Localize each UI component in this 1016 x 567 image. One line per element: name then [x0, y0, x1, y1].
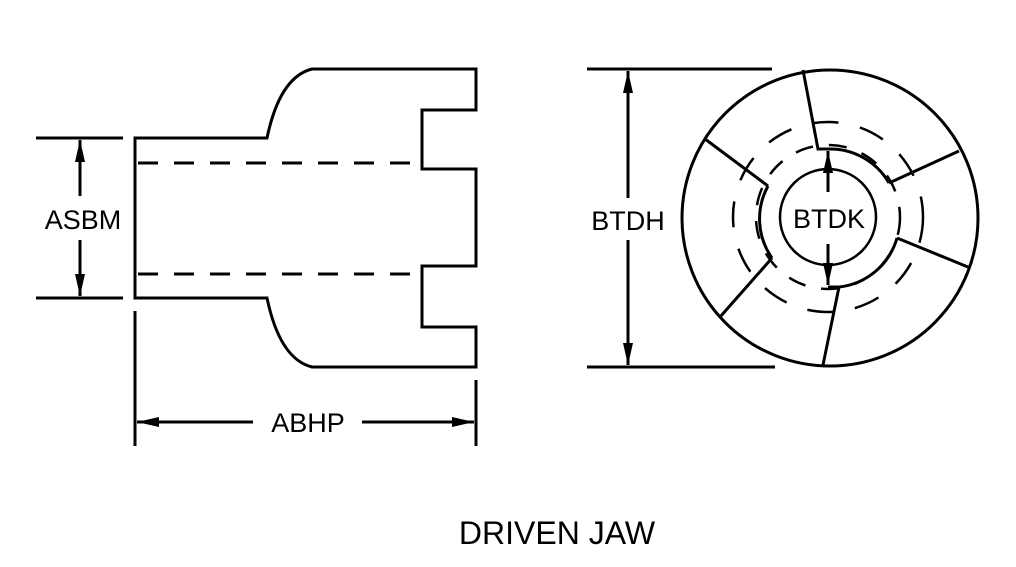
asbm-label: ASBM [45, 205, 122, 235]
hidden-inner-ring [754, 143, 902, 291]
drawing-title: DRIVEN JAW [459, 515, 656, 551]
btdh-label: BTDH [591, 206, 665, 236]
hidden-outer-ring [731, 120, 925, 314]
side-view-outline [133, 67, 478, 369]
jaw-split-lines [704, 69, 969, 366]
side-view: ASBM ABHP [36, 67, 478, 446]
outer-circle [680, 68, 980, 368]
end-view: BTDH BTDK [587, 67, 980, 369]
abhp-label: ABHP [271, 408, 345, 438]
btdk-label: BTDK [793, 204, 865, 234]
bore-outline [758, 147, 899, 289]
